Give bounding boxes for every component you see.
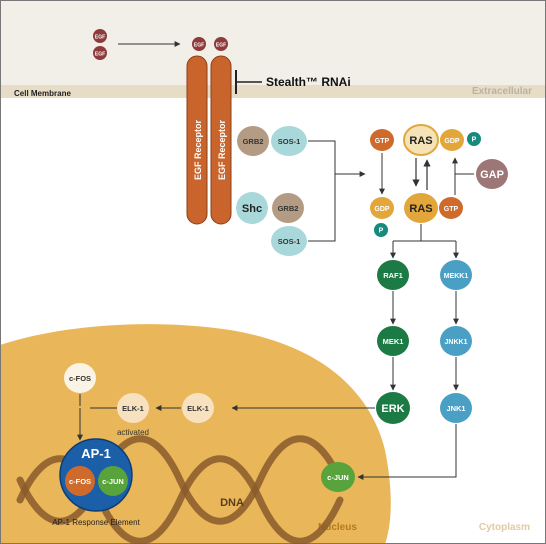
erk-node: ERK [376, 392, 410, 424]
raf1-node: RAF1 [377, 260, 409, 290]
gdp-node-left: GDP [370, 197, 394, 219]
cjun-node-free: c-JUN [321, 462, 355, 492]
cell-membrane-label: Cell Membrane [14, 89, 71, 98]
dna-label: DNA [220, 497, 244, 509]
gap-label: GAP [480, 169, 504, 181]
cfos-node-ap1: c-FOS [65, 466, 95, 496]
extracellular-region [1, 1, 545, 85]
jnk1-label: JNK1 [446, 404, 465, 413]
jnkk1-label: JNKK1 [445, 339, 468, 346]
egf-bound-2: EGF [214, 37, 228, 51]
elk1-node-activated: ELK-1 [117, 393, 149, 423]
gtp-node-left: GTP [370, 129, 394, 151]
sos1-node-top: SOS-1 [271, 126, 307, 156]
ap1-response-element-label: AP-1 Response Element [52, 518, 140, 527]
cjun-node-ap1: c-JUN [98, 466, 128, 496]
cfos-node-free: c-FOS [64, 363, 96, 393]
sos1-label: SOS-1 [278, 137, 301, 146]
egf-ligand-2: EGF [93, 46, 107, 60]
gdp-node-right: GDP [440, 129, 464, 151]
grb2-label: GRB2 [243, 137, 264, 146]
mek1-node: MEK1 [377, 326, 409, 356]
ras-label: RAS [409, 135, 432, 147]
egf-ligand-label: EGF [95, 52, 105, 58]
gtp-label: GTP [375, 138, 390, 145]
mek1-label: MEK1 [383, 337, 404, 346]
egf-receptor-label: EGF Receptor [193, 119, 203, 180]
egf-ligand-1: EGF [93, 29, 107, 43]
sos1-node-bottom: SOS-1 [271, 226, 307, 256]
ap1-complex: AP-1 c-FOS c-JUN [59, 438, 133, 512]
ap1-label: AP-1 [81, 446, 111, 461]
gap-node: GAP [476, 159, 508, 189]
elk1-node-inactive: ELK-1 [182, 393, 214, 423]
egf-ligand-label: EGF [216, 43, 226, 49]
cjun-label: c-JUN [327, 473, 349, 482]
grb2-node-top: GRB2 [237, 126, 269, 156]
shc-label: Shc [242, 203, 262, 215]
jnk1-to-cjun-arrow [357, 424, 457, 480]
elk1-activated-label: activated [117, 428, 149, 437]
raf1-label: RAF1 [383, 271, 403, 280]
mekk1-label: MEKK1 [444, 273, 469, 280]
elk1-label: ELK-1 [122, 404, 144, 413]
egf-receptor-label: EGF Receptor [217, 119, 227, 180]
grb2-label: GRB2 [278, 204, 299, 213]
erk-label: ERK [381, 403, 404, 415]
stealth-rnai-label: Stealth™ RNAi [266, 75, 351, 89]
elk1-label: ELK-1 [187, 404, 209, 413]
ras-gtp-node: RAS [404, 193, 438, 223]
grb2-node-bottom: GRB2 [272, 193, 304, 223]
phosphate-label: P [472, 137, 477, 144]
gtp-label: GTP [444, 206, 459, 213]
jnk1-node: JNK1 [440, 393, 472, 423]
mekk1-node: MEKK1 [440, 260, 472, 290]
gdp-label: GDP [374, 206, 390, 213]
egf-ligand-label: EGF [194, 43, 204, 49]
egf-bound-1: EGF [192, 37, 206, 51]
extracellular-label: Extracellular [472, 86, 532, 97]
phosphate-node-left: P [374, 223, 388, 237]
phosphate-node-right: P [467, 132, 481, 146]
cfos-label: c-FOS [69, 477, 91, 486]
egf-ligand-label: EGF [95, 35, 105, 41]
ras-gdp-node: RAS [403, 124, 439, 156]
cell-membrane-band [1, 85, 545, 98]
gtp-node-right: GTP [439, 197, 463, 219]
cytoplasm-label: Cytoplasm [479, 522, 530, 533]
jnkk1-node: JNKK1 [440, 326, 472, 356]
cjun-label: c-JUN [102, 477, 124, 486]
sos1-label: SOS-1 [278, 237, 301, 246]
egf-receptor-left: EGF Receptor [186, 55, 208, 225]
gdp-label: GDP [444, 138, 460, 145]
sos-bracket [308, 140, 336, 242]
egf-receptor-right: EGF Receptor [210, 55, 232, 225]
shc-node: Shc [236, 192, 268, 224]
phosphate-label: P [379, 228, 384, 235]
cfos-label: c-FOS [69, 374, 91, 383]
nucleus-label: Nucleus [318, 522, 357, 533]
ras-label: RAS [409, 203, 432, 215]
